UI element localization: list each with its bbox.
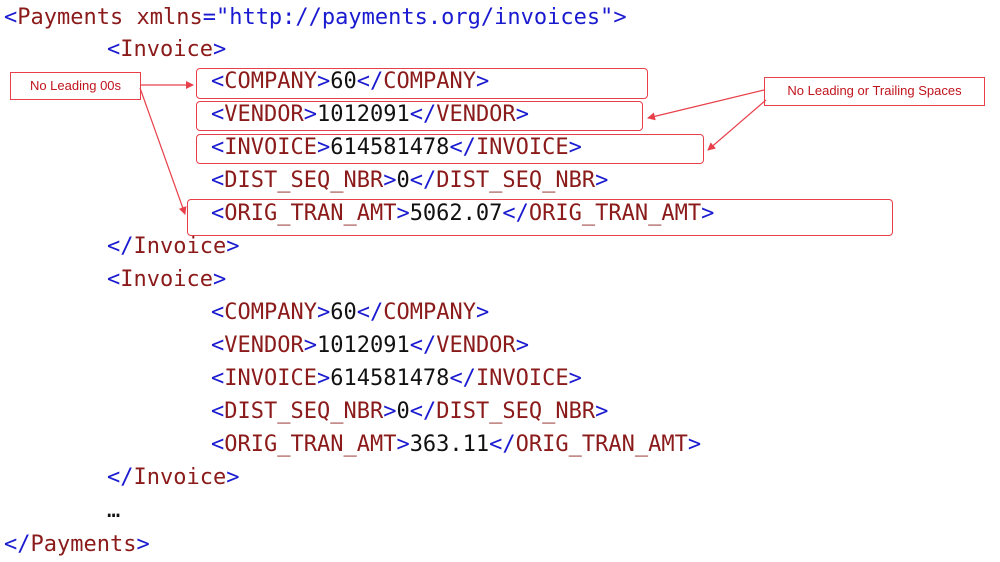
field-line-vendor: <VENDOR>1012091</VENDOR> xyxy=(211,102,529,127)
field-value: 363.11 xyxy=(409,432,490,457)
arrow-spaces-to-invoice xyxy=(707,99,767,151)
field-tag: ORIG_TRAN_AMT xyxy=(515,432,688,457)
field-value: 5062.07 xyxy=(409,201,503,226)
field-line-vendor: <VENDOR>1012091</VENDOR> xyxy=(211,333,529,358)
field-tag: VENDOR xyxy=(436,102,516,127)
callout-no-leading-zeros: No Leading 00s xyxy=(10,72,141,100)
highlight-company xyxy=(196,68,648,99)
root-tag-name: Payments xyxy=(17,5,124,30)
field-value: 0 xyxy=(396,399,410,424)
field-tag: COMPANY xyxy=(224,300,317,325)
field-value: 60 xyxy=(330,300,357,325)
field-tag: DIST_SEQ_NBR xyxy=(224,168,384,193)
field-tag: VENDOR xyxy=(224,333,304,358)
field-tag: INVOICE xyxy=(475,366,569,391)
field-line-orig-amt: <ORIG_TRAN_AMT>5062.07</ORIG_TRAN_AMT> xyxy=(211,201,715,226)
highlight-invoice xyxy=(196,134,704,164)
highlight-vendor xyxy=(196,101,643,131)
ellipsis: … xyxy=(107,498,121,523)
bracket: </ xyxy=(4,532,31,557)
field-tag: DIST_SEQ_NBR xyxy=(436,168,596,193)
field-line-dist-seq: <DIST_SEQ_NBR>0</DIST_SEQ_NBR> xyxy=(211,168,609,193)
invoice-tag-name: Invoice xyxy=(133,234,227,259)
attr-equals: = xyxy=(202,5,216,30)
field-tag: COMPANY xyxy=(383,300,476,325)
namespace-value: "http://payments.org/invoices" xyxy=(215,5,614,30)
bracket: > xyxy=(613,5,627,30)
field-tag: INVOICE xyxy=(475,135,569,160)
field-value: 1012091 xyxy=(316,333,410,358)
field-tag: INVOICE xyxy=(224,135,317,160)
bracket: < xyxy=(4,5,18,30)
field-tag: ORIG_TRAN_AMT xyxy=(224,432,397,457)
highlight-orig-tran-amt xyxy=(187,199,893,236)
field-tag: COMPANY xyxy=(224,69,317,94)
field-tag: ORIG_TRAN_AMT xyxy=(528,201,702,226)
field-value: 0 xyxy=(396,168,410,193)
bracket: > xyxy=(136,532,150,557)
namespace-attr: xmlns xyxy=(136,5,203,30)
field-tag: DIST_SEQ_NBR xyxy=(436,399,596,424)
invoice-close-tag: </Invoice> xyxy=(107,234,240,259)
field-tag: ORIG_TRAN_AMT xyxy=(224,201,397,226)
invoice-tag-name: Invoice xyxy=(133,465,227,490)
invoice-close-tag: </Invoice> xyxy=(107,465,240,490)
field-tag: VENDOR xyxy=(436,333,516,358)
arrow-zeros-to-amount xyxy=(139,87,187,215)
field-value: 614581478 xyxy=(330,135,450,160)
invoice-tag-name: Invoice xyxy=(120,267,213,292)
field-value: 60 xyxy=(330,69,357,94)
field-tag: INVOICE xyxy=(224,366,317,391)
invoice-open-tag: <Invoice> xyxy=(107,267,227,292)
field-line-company: <COMPANY>60</COMPANY> xyxy=(211,300,490,325)
field-value: 1012091 xyxy=(316,102,410,127)
callout-no-spaces: No Leading or Trailing Spaces xyxy=(764,77,985,106)
field-line-invoice: <INVOICE>614581478</INVOICE> xyxy=(211,366,582,391)
arrow-spaces-to-vendor xyxy=(647,89,765,121)
field-line-invoice: <INVOICE>614581478</INVOICE> xyxy=(211,135,582,160)
field-tag: COMPANY xyxy=(383,69,476,94)
field-line-company: <COMPANY>60</COMPANY> xyxy=(211,69,490,94)
root-open-tag: <Payments xmlns="http://payments.org/inv… xyxy=(4,2,627,34)
invoice-tag-name: Invoice xyxy=(120,37,213,62)
field-value: 614581478 xyxy=(330,366,450,391)
root-close-tag: </Payments> xyxy=(4,529,150,561)
field-tag: VENDOR xyxy=(224,102,304,127)
root-tag-name: Payments xyxy=(30,532,137,557)
field-line-dist-seq: <DIST_SEQ_NBR>0</DIST_SEQ_NBR> xyxy=(211,399,609,424)
field-tag: DIST_SEQ_NBR xyxy=(224,399,384,424)
field-line-orig-amt: <ORIG_TRAN_AMT>363.11</ORIG_TRAN_AMT> xyxy=(211,432,702,457)
invoice-open-tag: <Invoice> xyxy=(107,37,227,62)
